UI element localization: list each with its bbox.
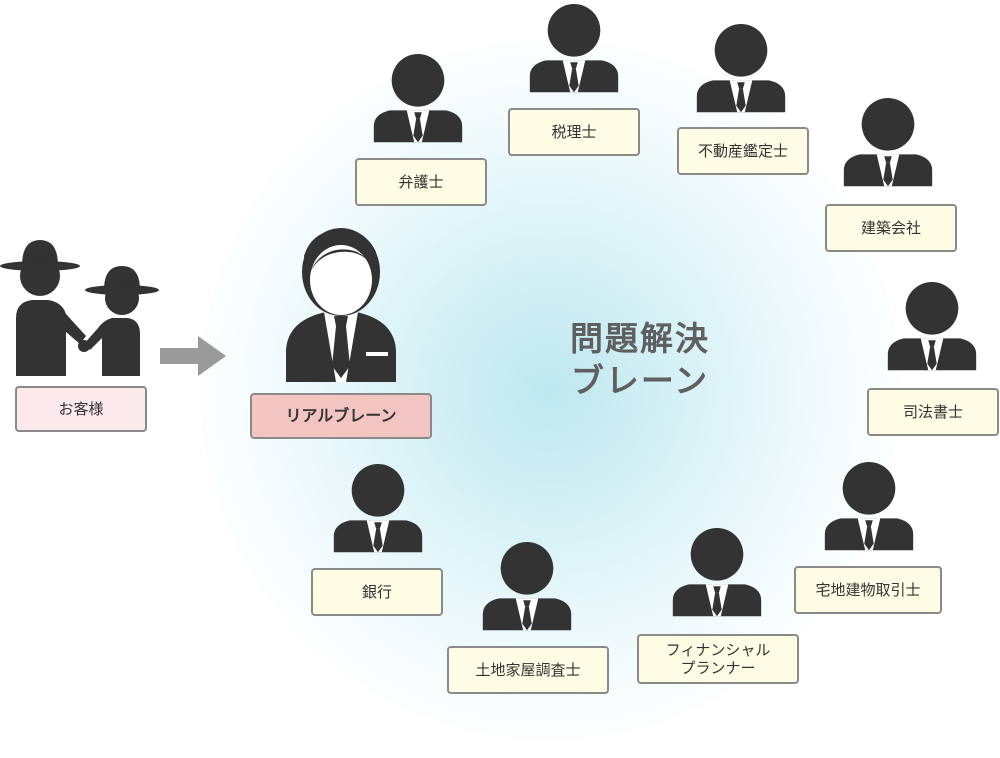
expert-label-construction-company: 建築会社 [825,204,957,252]
expert-label-judicial-scrivener: 司法書士 [867,388,999,436]
financial-planner-icon [672,527,762,617]
judicial-scrivener-icon [887,281,977,371]
customer-label: お客様 [15,386,147,432]
land-surveyor-icon [482,541,572,631]
real-estate-broker-icon [824,461,914,551]
bank-icon [333,463,423,553]
expert-label-lawyer: 弁護士 [355,158,487,206]
expert-label-tax-accountant: 税理士 [508,108,640,156]
tax-accountant-icon [529,3,619,93]
businessman-icon [286,228,396,382]
center-title-line2: ブレーン [570,361,710,400]
couple-with-hats-icon [0,240,159,376]
expert-label-bank: 銀行 [311,568,443,616]
real-estate-appraiser-icon [696,23,786,113]
expert-label-financial-planner: フィナンシャル プランナー [637,634,799,684]
real-brain-label: リアルブレーン [250,393,432,439]
center-title: 問題解決 ブレーン [530,318,750,402]
expert-label-land-surveyor: 土地家屋調査士 [447,646,609,694]
expert-label-real-estate-appraiser: 不動産鑑定士 [677,127,809,175]
center-title-line1: 問題解決 [570,319,710,358]
right-arrow-icon [160,336,226,376]
lawyer-icon [373,53,463,143]
expert-label-real-estate-broker: 宅地建物取引士 [794,566,942,614]
construction-company-icon [843,97,933,187]
